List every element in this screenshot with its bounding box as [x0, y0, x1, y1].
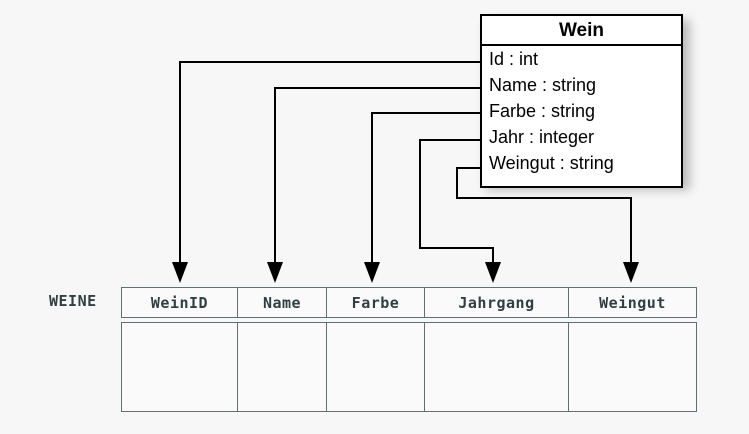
arrowhead-icon: [623, 262, 639, 283]
table-cell-weinid: [122, 323, 238, 411]
arrowhead-icon: [172, 262, 188, 283]
uml-attribute-list: Id : int Name : string Farbe : string Ja…: [482, 46, 681, 176]
table-row: [121, 322, 697, 412]
uml-attribute-id: Id : int: [489, 49, 539, 69]
connector-farbe-to-farbe: [364, 112, 480, 283]
uml-attribute-farbe: Farbe : string: [489, 101, 596, 121]
uml-attribute-weingut: Weingut : string: [489, 153, 614, 173]
arrowhead-icon: [267, 262, 283, 283]
connector-id-to-weinid: [172, 61, 480, 283]
column-header-weinid: WeinID: [122, 288, 238, 317]
uml-attribute-name: Name : string: [489, 75, 597, 95]
table-cell-weingut: [569, 323, 696, 411]
arrowhead-icon: [485, 262, 501, 283]
column-header-farbe: Farbe: [327, 288, 425, 317]
relational-table-label: WEINE: [49, 292, 97, 310]
table-header-row: WeinID Name Farbe Jahrgang Weingut: [121, 287, 697, 318]
uml-class-title: Wein: [482, 16, 681, 46]
arrowhead-icon: [364, 262, 380, 283]
column-header-name: Name: [238, 288, 327, 317]
table-cell-jahrgang: [425, 323, 569, 411]
connector-name-to-name: [267, 87, 480, 283]
table-cell-farbe: [327, 323, 425, 411]
column-header-weingut: Weingut: [599, 293, 666, 312]
relational-table-weine: WeinID Name Farbe Jahrgang Weingut: [121, 287, 697, 412]
column-header-jahrgang: Jahrgang: [425, 288, 569, 317]
uml-attribute-jahr: Jahr : integer: [489, 127, 595, 147]
uml-class-wein[interactable]: Wein Id : int Name : string Farbe : stri…: [480, 14, 683, 188]
table-cell-name: [238, 323, 327, 411]
